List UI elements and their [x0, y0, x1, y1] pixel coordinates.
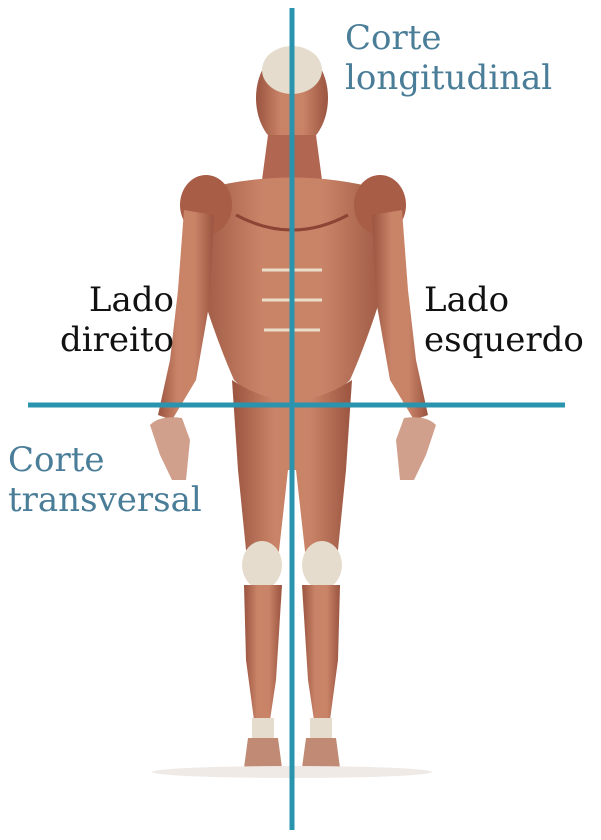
transverse-cut-label: Corte transversal [8, 440, 202, 520]
left-side-label: Lado esquerdo [424, 280, 584, 360]
longitudinal-cut-label-line2: longitudinal [345, 58, 552, 98]
longitudinal-cut-label-line1: Corte [345, 18, 552, 58]
left-side-label-line1: Lado [424, 280, 584, 320]
right-side-label: Lado direito [38, 280, 174, 360]
transverse-cut-label-line2: transversal [8, 480, 202, 520]
right-side-label-line1: Lado [38, 280, 174, 320]
longitudinal-cut-label: Corte longitudinal [345, 18, 552, 98]
transverse-cut-label-line1: Corte [8, 440, 202, 480]
right-side-label-line2: direito [38, 320, 174, 360]
left-side-label-line2: esquerdo [424, 320, 584, 360]
